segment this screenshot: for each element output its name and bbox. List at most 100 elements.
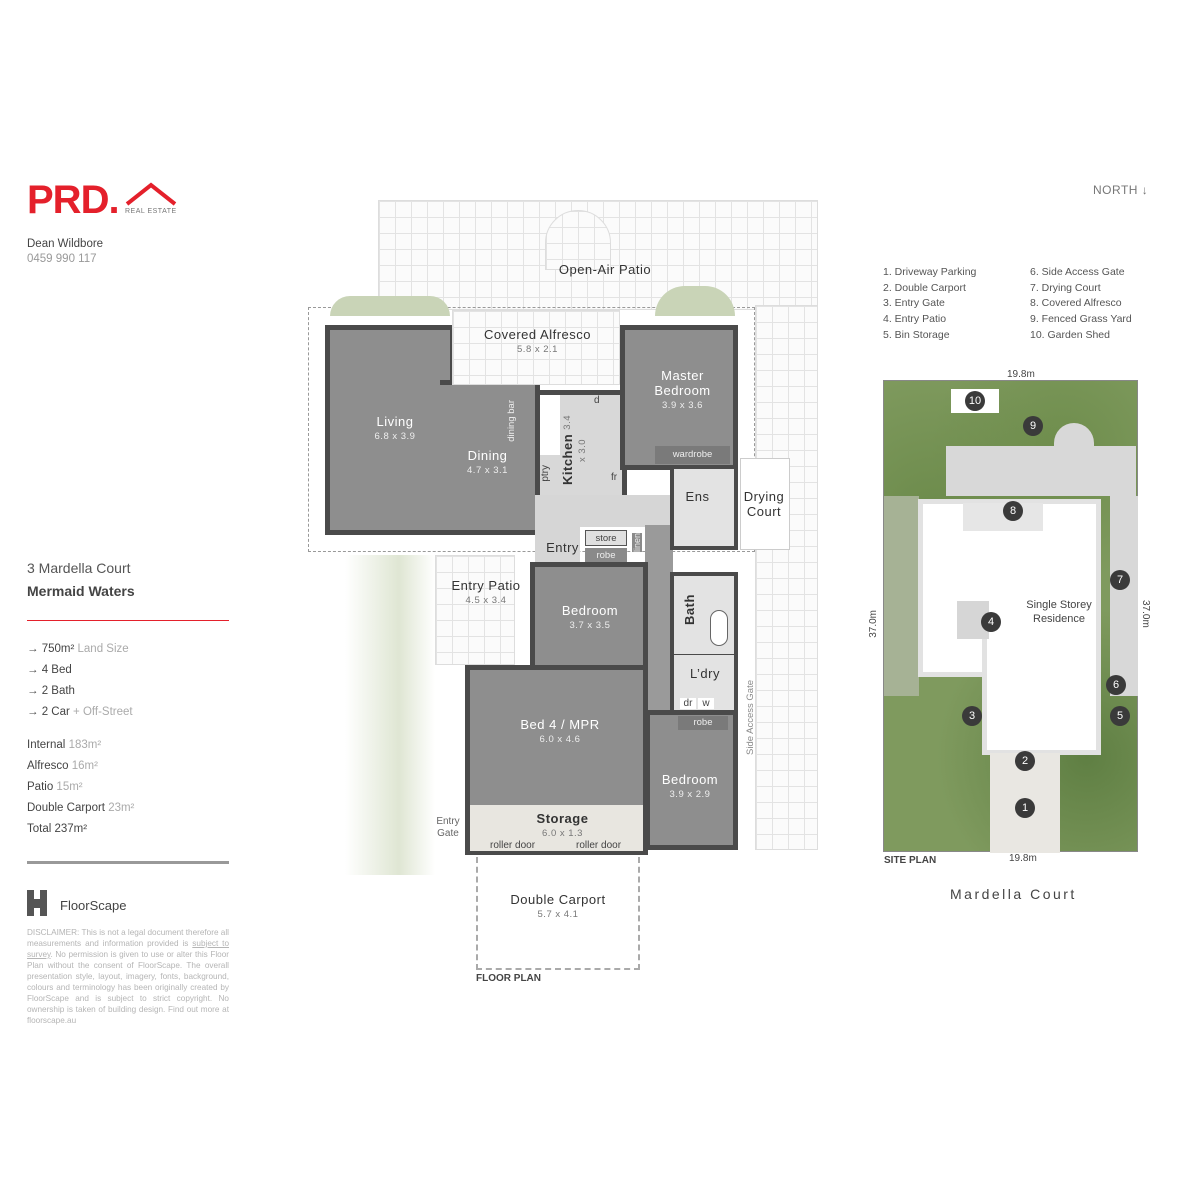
legend-item: 2. Double Carport: [883, 281, 966, 294]
site-lot: Single Storey Residence 1 2 3 4 5 6 7 8 …: [883, 380, 1138, 853]
legend-item: 9. Fenced Grass Yard: [1030, 313, 1132, 326]
area-value: 183m²: [68, 739, 102, 751]
address-suburb: Mermaid Waters: [27, 583, 135, 599]
site-plan-title: SITE PLAN: [884, 855, 937, 866]
feature-value: 4 Bed: [41, 664, 72, 676]
floorscape-name: FloorScape: [60, 898, 127, 913]
site-legend-col1: 1. Driveway Parking 2. Double Carport 3.…: [883, 265, 976, 344]
bathtub-icon: [710, 610, 728, 646]
feature-value: 750m²: [41, 643, 75, 655]
drying-court-label: Drying Court: [743, 489, 785, 519]
disclaimer-link[interactable]: subject to survey: [27, 939, 229, 959]
marker-7: 7: [1110, 570, 1130, 590]
bed-4-mpr: [465, 665, 648, 810]
marker-5: 5: [1110, 706, 1130, 726]
bath-label: Bath: [682, 594, 697, 626]
dryer: dr: [680, 698, 696, 709]
marker-1: 1: [1015, 798, 1035, 818]
logo-subtitle: REAL ESTATE: [125, 208, 177, 215]
prd-logo: PRD.: [27, 178, 120, 222]
kitchen-bench: [540, 395, 560, 455]
legend-item: 4. Entry Patio: [883, 313, 947, 326]
washer: w: [698, 698, 714, 709]
floorscape-logo-icon: [27, 890, 47, 916]
garden-bed: [330, 296, 450, 316]
marker-4: 4: [981, 612, 1001, 632]
legend-item: 6. Side Access Gate: [1030, 266, 1125, 278]
side-yard: [884, 496, 919, 696]
agent-phone[interactable]: 0459 990 117: [27, 253, 97, 265]
area-value: 16m²: [71, 760, 98, 772]
area-label: Alfresco: [27, 760, 69, 772]
dishwasher-label: d: [594, 395, 600, 406]
feature-bath: → 2 Bath: [27, 685, 75, 697]
feature-land: → 750m² Land Size: [27, 643, 129, 655]
kitchen-label: Kitchen 3.4 x 3.0: [560, 414, 588, 485]
street-name: Mardella Court: [950, 886, 1077, 902]
side-garden: [345, 555, 435, 875]
open-air-patio-label: Open-Air Patio: [558, 262, 652, 277]
linen-closet: linen: [632, 533, 642, 553]
area-label: Double Carport: [27, 802, 105, 814]
marker-2: 2: [1015, 751, 1035, 771]
feature-bed: → 4 Bed: [27, 664, 72, 676]
disclaimer-text: . No permission is given to use or alter…: [27, 950, 229, 1025]
wall: [465, 851, 648, 855]
ensuite: [670, 465, 738, 550]
feature-value: 2 Car: [41, 706, 70, 718]
dining-bar-label: dining bar: [506, 400, 517, 442]
patio-semicircle: [545, 210, 611, 270]
area-patio: Patio 15m²: [27, 781, 83, 793]
area-label: Total: [27, 823, 52, 835]
double-carport: [476, 857, 640, 970]
bathroom: [670, 572, 738, 658]
side-access-gate-label: Side Access Gate: [745, 680, 756, 755]
legend-item: 5. Bin Storage: [883, 328, 950, 341]
area-label: Internal: [27, 739, 66, 751]
site-depth-right: 37.0m: [1140, 600, 1151, 628]
hallway-2: [645, 525, 673, 720]
floor-plan-title: FLOOR PLAN: [476, 973, 541, 984]
roller-door: roller door: [490, 840, 536, 851]
covered-alfresco: [452, 310, 620, 385]
divider: [27, 620, 229, 621]
ensuite-label: Ens: [685, 489, 710, 504]
marker-9: 9: [1023, 416, 1043, 436]
house-outline: [308, 307, 755, 552]
robe-closet: robe: [585, 548, 627, 564]
site-legend-col2: 6. Side Access Gate 7. Drying Court 8. C…: [1030, 265, 1132, 344]
entry-label: Entry: [546, 540, 579, 555]
drying-court: [740, 458, 790, 550]
area-value: 15m²: [56, 781, 83, 793]
legend-item: 8. Covered Alfresco: [1030, 297, 1122, 310]
feature-label: Land Size: [77, 643, 129, 655]
side-path: [1110, 496, 1138, 696]
feature-car: → 2 Car + Off-Street: [27, 706, 133, 718]
side-patio: [755, 305, 818, 850]
area-value: 23m²: [108, 802, 135, 814]
marker-6: 6: [1106, 675, 1126, 695]
area-alfresco: Alfresco 16m²: [27, 760, 98, 772]
storage: [465, 805, 648, 853]
feature-label: + Off-Street: [73, 706, 133, 718]
legend-item: 1. Driveway Parking: [883, 266, 977, 278]
garden-bed: [655, 286, 735, 316]
residence-label: Single Storey Residence: [1026, 599, 1092, 625]
area-total: Total 237m²: [27, 823, 87, 835]
address-street: 3 Mardella Court: [27, 560, 131, 576]
patio-semicircle: [1054, 423, 1094, 463]
fridge-label: fr: [611, 472, 618, 483]
marker-3: 3: [962, 706, 982, 726]
area-internal: Internal 183m²: [27, 739, 101, 751]
bedroom-3: [645, 710, 738, 850]
disclaimer-text: DISCLAIMER: This is not a legal document…: [27, 928, 229, 948]
agent-name: Dean Wildbore: [27, 238, 104, 250]
site-width-top: 19.8m: [1007, 369, 1035, 380]
